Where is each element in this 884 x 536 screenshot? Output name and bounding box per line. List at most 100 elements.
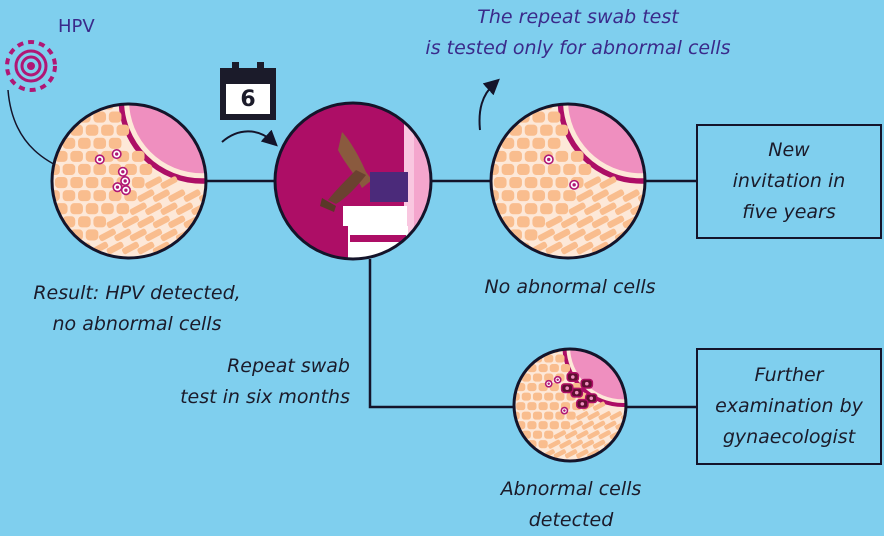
- cell-shape: [511, 450, 520, 458]
- cell-shape: [620, 430, 634, 440]
- cell-shape: [132, 151, 145, 162]
- cell-shape: [63, 190, 76, 201]
- cell-shape: [539, 345, 548, 353]
- cell-shape: [522, 354, 531, 362]
- cell-shape: [548, 164, 561, 175]
- cell-shape: [516, 440, 525, 448]
- cell-shape: [555, 393, 564, 401]
- cell-shape: [653, 215, 672, 229]
- cell-shape: [40, 125, 53, 136]
- cell-shape: [509, 203, 522, 214]
- cell-shape: [198, 241, 217, 255]
- cell-shape: [533, 431, 542, 439]
- cell-shape: [533, 393, 542, 401]
- cell-shape: [516, 402, 525, 410]
- cell-shape: [502, 164, 515, 175]
- cell-shape: [548, 138, 561, 149]
- arrow-up-to-note: [480, 84, 494, 130]
- cell-shape: [525, 151, 538, 162]
- cell-shape: [550, 402, 559, 410]
- cell-shape: [132, 177, 145, 188]
- further-exam-box: Further examination by gynaecologist: [696, 348, 882, 465]
- cell-shape: [522, 450, 531, 458]
- cell-shape: [522, 393, 531, 401]
- cell-shape: [191, 228, 210, 242]
- cell-shape: [539, 364, 548, 372]
- cell-shape: [550, 421, 559, 429]
- cell-shape: [540, 203, 553, 214]
- cell-shape: [479, 151, 492, 162]
- cell-shape: [550, 364, 559, 372]
- cell-shape: [522, 412, 531, 420]
- cell-shape: [55, 98, 68, 109]
- cell-shape: [78, 216, 91, 227]
- cell-shape: [540, 125, 553, 136]
- cell-shape: [47, 112, 60, 123]
- cell-shape: [70, 203, 83, 214]
- cell-shape: [86, 177, 99, 188]
- cell-shape: [567, 412, 576, 420]
- cell-shape: [556, 151, 569, 162]
- cell-shape: [517, 164, 530, 175]
- cell-shape: [93, 164, 106, 175]
- abnormal-detected-label: Abnormal cells detected: [486, 474, 656, 536]
- cell-shape: [86, 98, 99, 109]
- cell-shape: [183, 241, 202, 255]
- cell-shape: [539, 402, 548, 410]
- cell-shape: [78, 138, 91, 149]
- cell-shape: [63, 242, 76, 253]
- cell-shape: [556, 177, 569, 188]
- cell-shape: [563, 164, 576, 175]
- no-abnormal-label: No abnormal cells: [465, 272, 675, 303]
- cell-shape: [63, 112, 76, 123]
- further-exam-text: Further examination by gynaecologist: [715, 360, 863, 453]
- cell-shape: [502, 190, 515, 201]
- cell-shape: [511, 431, 520, 439]
- cell-shape: [626, 420, 640, 430]
- cell-shape: [505, 345, 514, 353]
- cell-shape: [198, 215, 217, 229]
- cell-shape: [78, 164, 91, 175]
- cell-shape: [78, 190, 91, 201]
- cell-shape: [505, 440, 514, 448]
- cell-shape: [539, 421, 548, 429]
- cell-shape: [525, 125, 538, 136]
- cell-shape: [140, 164, 153, 175]
- cell-shape: [540, 177, 553, 188]
- cell-shape: [532, 138, 545, 149]
- cell-shape: [517, 216, 530, 227]
- cell-shape: [620, 449, 634, 459]
- cell-shape: [47, 242, 60, 253]
- hpv-label: HPV: [58, 11, 95, 42]
- cell-shape: [527, 383, 536, 391]
- cell-shape: [505, 364, 514, 372]
- cell-shape: [527, 345, 536, 353]
- cell-shape: [70, 177, 83, 188]
- cell-shape: [653, 241, 672, 255]
- cell-shape: [645, 228, 664, 242]
- cell-shape: [645, 202, 664, 216]
- cell-shape: [55, 229, 68, 240]
- cells-hpv-circle: [40, 19, 283, 258]
- cell-shape: [40, 177, 53, 188]
- cell-shape: [505, 383, 514, 391]
- cell-shape: [516, 345, 525, 353]
- cell-shape: [517, 190, 530, 201]
- cell-shape: [525, 177, 538, 188]
- cell-shape: [40, 98, 53, 109]
- cell-shape: [561, 364, 570, 372]
- cell-shape: [109, 112, 122, 123]
- result-label: Result: HPV detected, no abnormal cells: [22, 278, 252, 340]
- cell-shape: [494, 177, 507, 188]
- cell-shape: [509, 177, 522, 188]
- cell-shape: [494, 229, 507, 240]
- cell-shape: [533, 374, 542, 382]
- cell-shape: [525, 98, 538, 109]
- cell-shape: [479, 203, 492, 214]
- cell-shape: [101, 203, 114, 214]
- cell-shape: [532, 190, 545, 201]
- new-invitation-text: New invitation in five years: [733, 135, 846, 228]
- cell-shape: [653, 189, 672, 203]
- swab-exam-circle: [275, 100, 444, 270]
- cell-shape: [632, 411, 646, 421]
